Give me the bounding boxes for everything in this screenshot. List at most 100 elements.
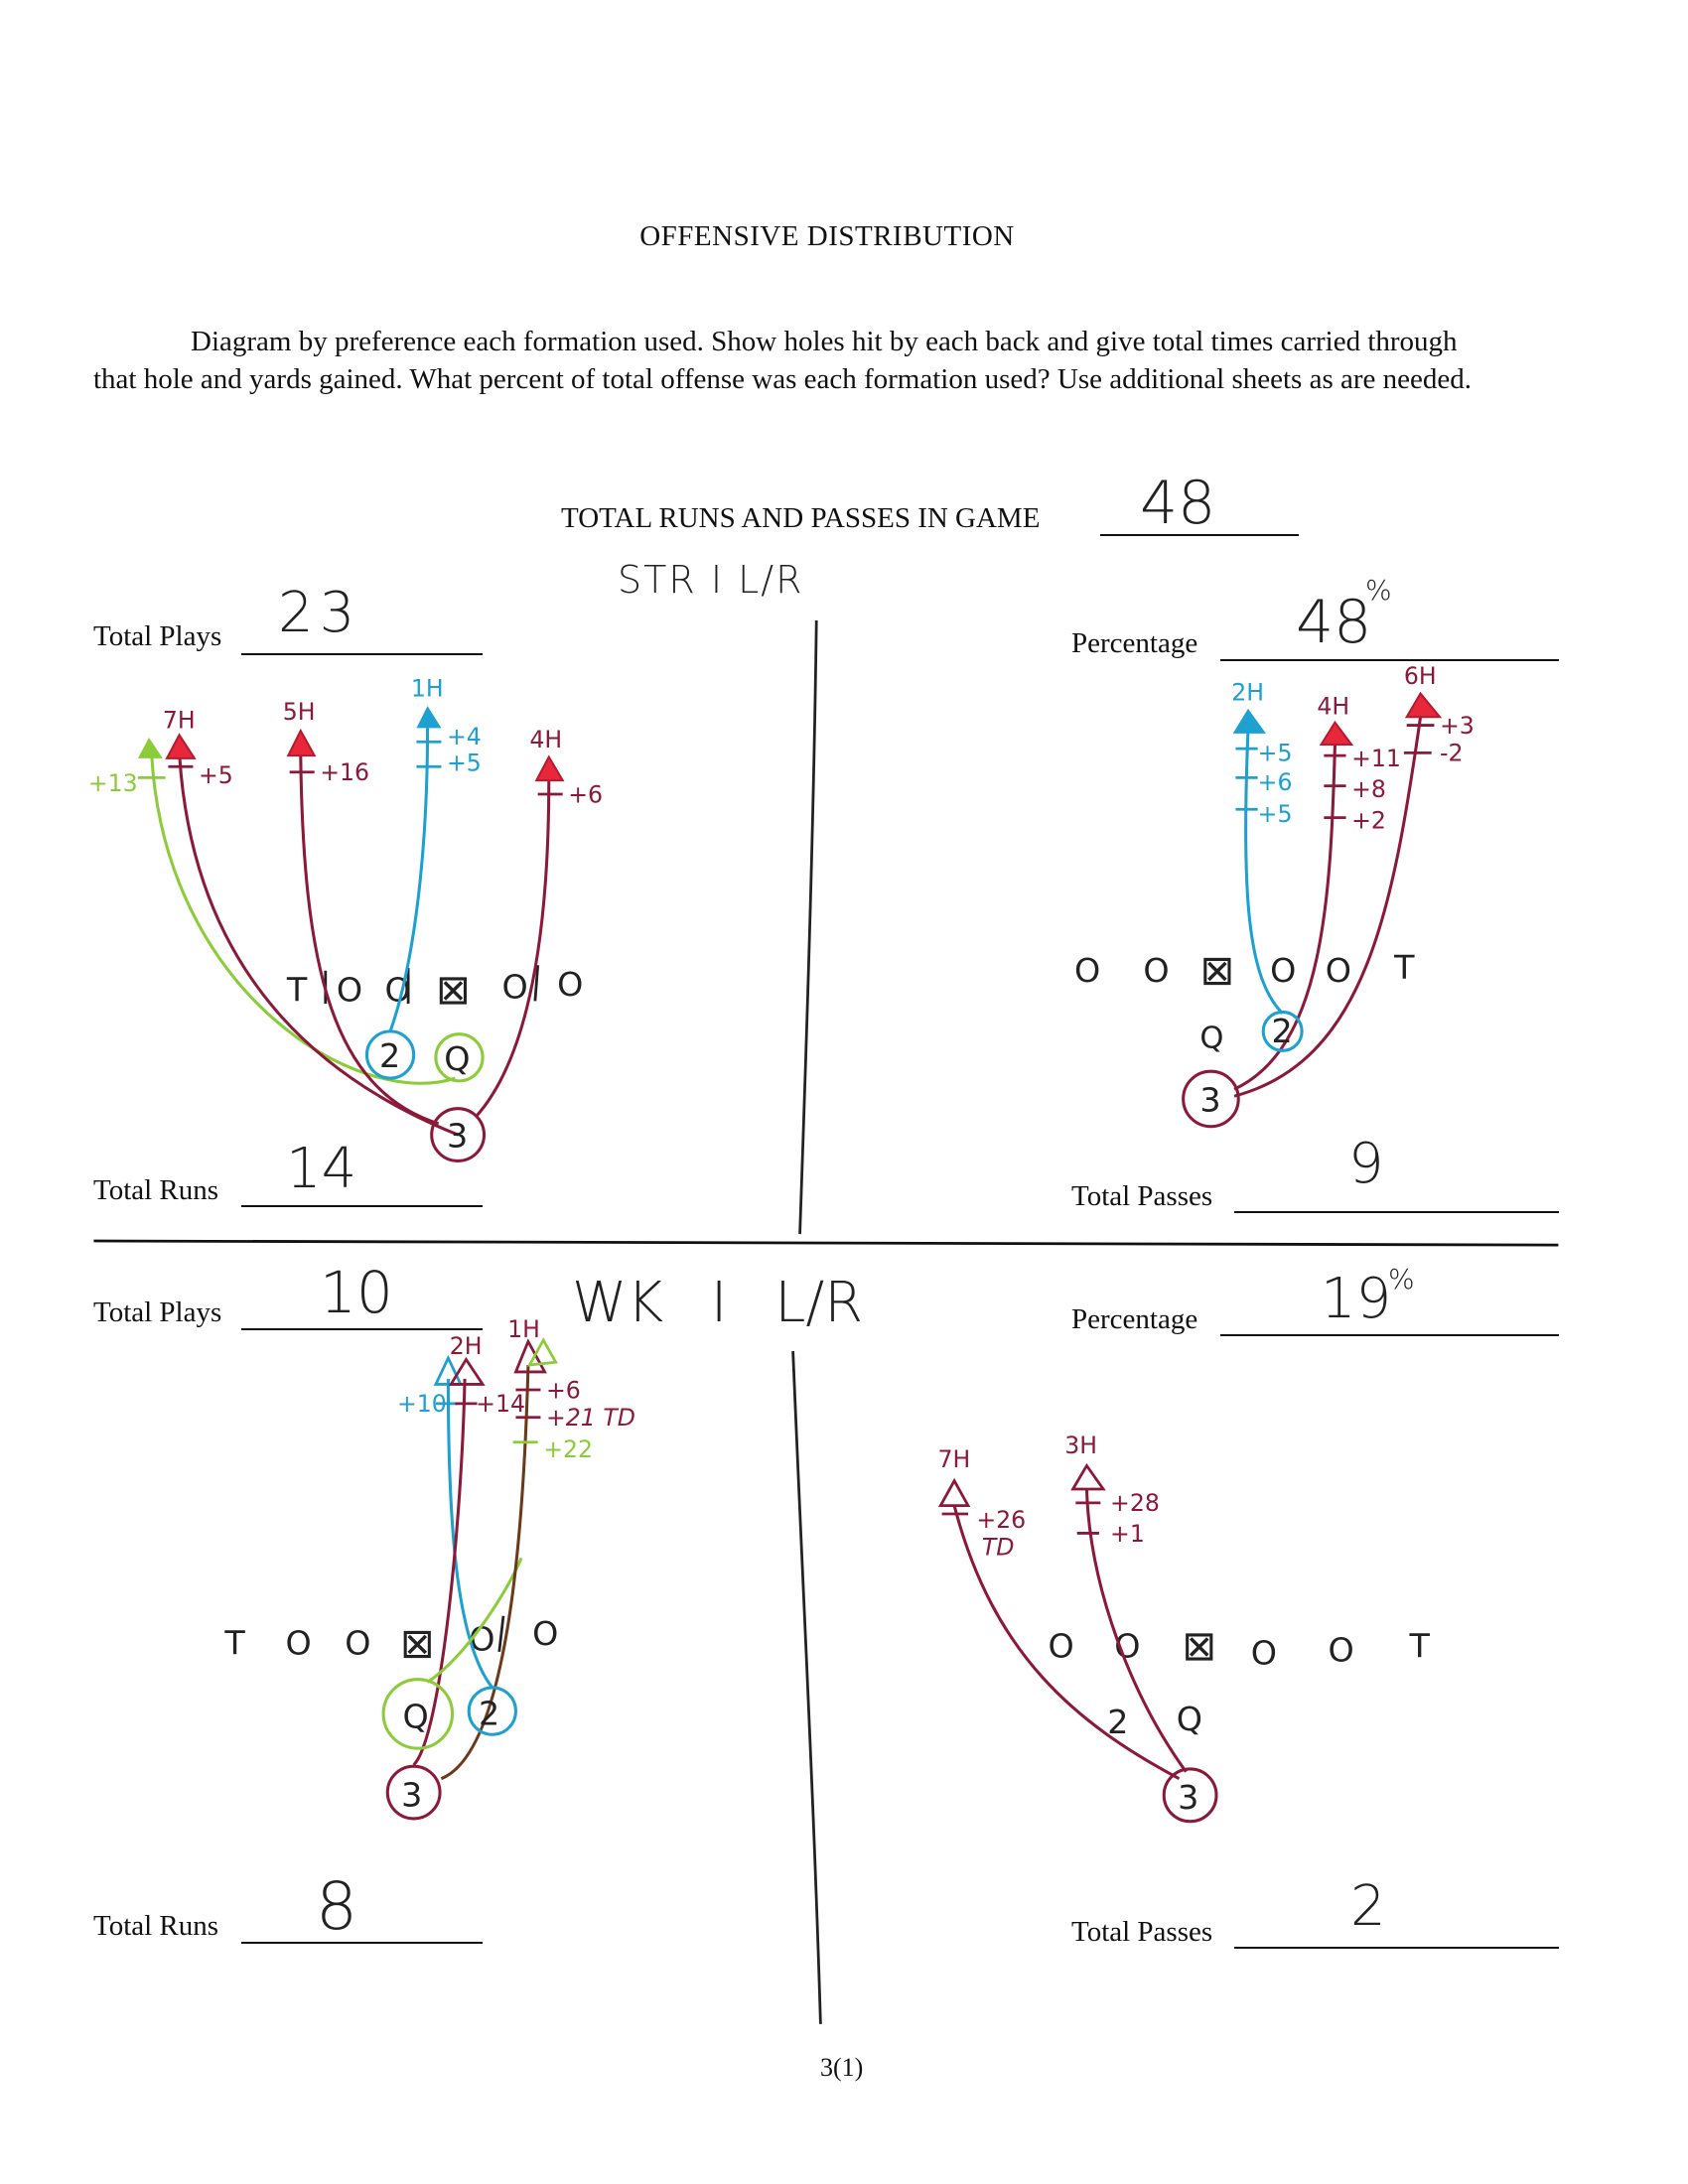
total-plays-label-2: Total Plays (93, 1297, 222, 1328)
lineman-t: T (286, 970, 308, 1009)
total-passes-label: Total Passes (1071, 1180, 1213, 1212)
lineman: O (1270, 951, 1296, 990)
total-plays-line (241, 653, 483, 655)
center-box: ⊠ (1182, 1621, 1216, 1670)
percentage-line-2 (1220, 1334, 1559, 1336)
back-circle-q (381, 1678, 455, 1750)
hole-label: 6H (1404, 662, 1437, 690)
total-plays-line-2 (241, 1328, 483, 1330)
str-run-diagram: T O O ⊠ O O 7H +5 +13 5H +16 1H (88, 674, 603, 1162)
gain: +10 (397, 1390, 447, 1418)
gain: +6 (568, 780, 603, 808)
vertical-divider-top (798, 619, 818, 1235)
gain: +8 (1351, 775, 1386, 803)
lineman-t: T (1393, 948, 1415, 987)
total-runs-value-2: 8 (316, 1868, 357, 1945)
arrow-icon (165, 733, 197, 759)
center-box: ⊠ (1199, 946, 1234, 995)
route-7h (952, 1505, 1181, 1781)
gain: +2 (1351, 807, 1386, 835)
total-runs-line (241, 1205, 483, 1207)
game-total-line (1100, 534, 1299, 536)
lineman-t: T (1408, 1626, 1430, 1665)
back: Q (403, 1697, 429, 1735)
arrow-icon (526, 1337, 558, 1367)
total-passes-label-2: Total Passes (1071, 1916, 1213, 1948)
lineman: O (1326, 951, 1351, 990)
page-number: 3(1) (820, 2053, 864, 2082)
gain: +5 (199, 761, 233, 789)
percent-sign: % (1365, 574, 1392, 607)
back: 2 (1272, 1012, 1293, 1050)
gain: +4 (447, 723, 482, 751)
percentage-line (1220, 659, 1559, 661)
arrow-icon (534, 754, 565, 782)
formation-name-wk: WK I L/R (572, 1271, 864, 1335)
lineman: O (1049, 1626, 1074, 1665)
arrow-icon (937, 1477, 971, 1508)
hole-label: 1H (507, 1315, 540, 1343)
hole-label: 4H (529, 726, 562, 753)
wk-pass-diagram: O O ⊠ O O T 2 Q 7H +26 TD 3H +28 +1 3 (937, 1432, 1430, 1824)
gain: +6 (546, 1376, 581, 1404)
percentage-value: 48 (1296, 588, 1372, 657)
back: 3 (401, 1775, 422, 1814)
formation-name-str: STR I L/R (618, 558, 804, 602)
arrow-icon (433, 1354, 464, 1386)
lineman: O (286, 1624, 312, 1663)
gain: +3 (1440, 712, 1475, 740)
back: Q (444, 1039, 470, 1078)
instructions: Diagram by preference each formation use… (93, 326, 1472, 395)
game-total-label: TOTAL RUNS AND PASSES IN GAME (561, 502, 1041, 534)
gain: +26 (976, 1506, 1026, 1534)
vertical-divider-bottom (791, 1351, 822, 2024)
lineman: O (337, 970, 362, 1009)
game-total-value: 48 (1140, 469, 1216, 538)
lineman: O (1251, 1633, 1277, 1672)
gain: +14 (476, 1390, 525, 1418)
route-5h (299, 755, 440, 1126)
route-7h (178, 751, 459, 1137)
lineman: O (532, 1614, 558, 1653)
arrow-icon (448, 1356, 486, 1386)
back-circle-2 (1261, 1010, 1304, 1052)
hole-label: 4H (1317, 692, 1349, 720)
arrow-icon (416, 706, 442, 729)
gain: +5 (1258, 800, 1293, 828)
lineman: O (557, 965, 583, 1004)
route-2h (1243, 731, 1284, 1015)
route-6h (1233, 717, 1423, 1098)
arrow-icon (513, 1338, 547, 1374)
gain: +22 (543, 1435, 593, 1463)
gain: +28 (1110, 1489, 1160, 1517)
back: Q (1177, 1700, 1202, 1738)
percentage-value-2: 19 (1321, 1267, 1392, 1331)
str-pass-diagram: O O ⊠ O O T Q 2H +5 +6 +5 4H +11 +8 +2 6… (1074, 662, 1475, 1129)
gain: +21 TD (546, 1404, 635, 1432)
horizontal-divider (93, 1239, 1559, 1247)
hole-label: 5H (283, 698, 316, 726)
line-split (497, 1615, 505, 1653)
arrow-icon (1070, 1462, 1106, 1491)
gain: TD (982, 1534, 1015, 1562)
gain: +5 (447, 749, 482, 776)
back: 3 (1199, 1080, 1220, 1119)
gain: +16 (320, 758, 369, 786)
back-circle-3 (1182, 1069, 1240, 1129)
arrow-icon (1319, 720, 1354, 747)
route-2h (412, 1378, 467, 1766)
gain: -2 (1440, 740, 1464, 767)
route-4h (475, 778, 551, 1119)
gain: +5 (1258, 740, 1293, 767)
hole-label: 7H (937, 1445, 970, 1473)
page-title: OFFENSIVE DISTRIBUTION (639, 220, 1015, 252)
percentage-label: Percentage (1071, 627, 1198, 659)
back: 2 (1107, 1703, 1128, 1741)
back-circle-3 (385, 1764, 442, 1821)
lineman-t: T (223, 1624, 245, 1663)
center-box: ⊠ (436, 965, 471, 1014)
center-box: ⊠ (400, 1618, 435, 1667)
back: 2 (479, 1694, 499, 1732)
percentage-label-2: Percentage (1071, 1303, 1198, 1335)
